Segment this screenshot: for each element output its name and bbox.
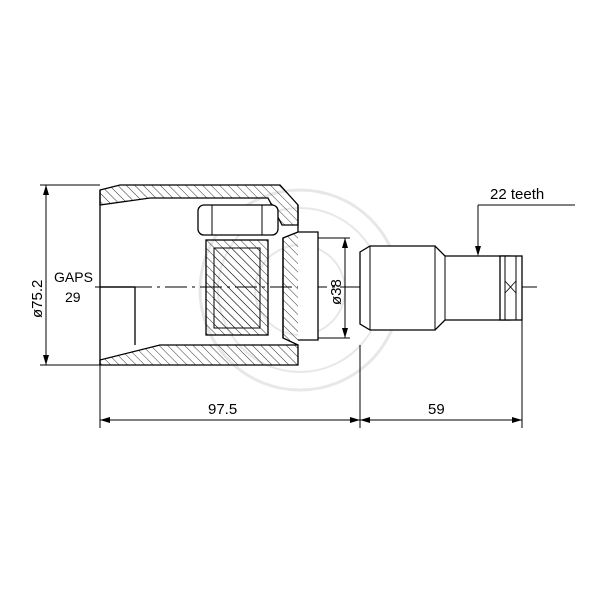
teeth-callout: 22 teeth (475, 186, 575, 256)
output-shaft (359, 245, 523, 331)
housing-neck (298, 231, 319, 341)
length-shaft-label: 59 (428, 401, 445, 418)
outer-diameter-label: ø75.2 (29, 280, 46, 318)
dimension-lengths: 97.5 59 (99, 320, 523, 428)
dimension-shaft-diameter: ø38 (318, 237, 350, 339)
shaft-diameter-label: ø38 (328, 279, 345, 305)
dimension-outer-diameter: ø75.2 (29, 184, 100, 366)
outer-housing (99, 184, 299, 366)
gaps-value: 29 (65, 289, 81, 305)
gaps-label: GAPS (54, 269, 93, 285)
teeth-label: 22 teeth (490, 186, 544, 203)
length-body-label: 97.5 (208, 401, 237, 418)
tripod-roller (197, 204, 279, 336)
